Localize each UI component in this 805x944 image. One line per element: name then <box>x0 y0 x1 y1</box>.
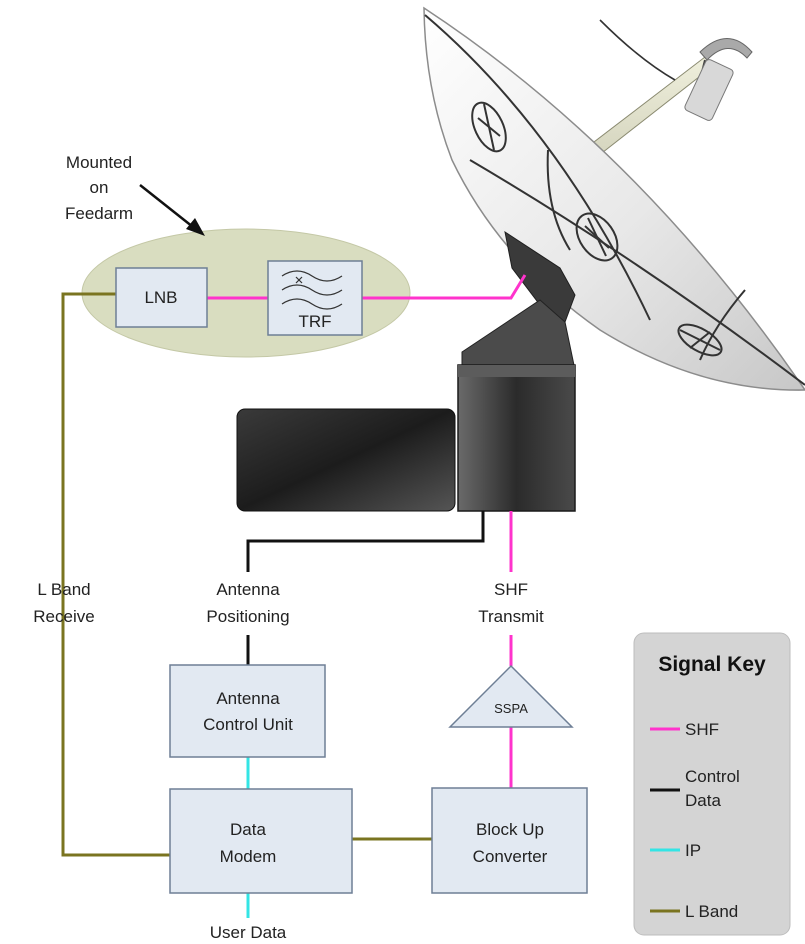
legend-control-label-1: Control <box>685 767 740 786</box>
shf-trf-dish-line <box>362 274 527 300</box>
signal-key-legend: Signal Key SHF Control Data IP L Band <box>633 632 791 936</box>
callout-line-3: Feedarm <box>65 204 133 223</box>
lnb-label: LNB <box>144 288 177 307</box>
antenna-positioning-label-2: Positioning <box>206 607 289 626</box>
antenna-pedestal <box>457 299 576 512</box>
callout-line-1: Mounted <box>66 153 132 172</box>
antenna-dish <box>423 6 805 391</box>
user-data-label: User Data <box>210 923 287 942</box>
block-up-converter-block: Block Up Converter <box>431 787 588 894</box>
buc-label-1: Block Up <box>476 820 544 839</box>
sspa-label: SSPA <box>494 701 528 716</box>
trf-filter-block: TRF <box>267 260 363 336</box>
sspa-amplifier: SSPA <box>448 664 574 728</box>
lband-receive-label-1: L Band <box>37 580 90 599</box>
filter-wave-icon <box>281 270 343 310</box>
modem-label-1: Data <box>230 820 266 839</box>
shf-transmit-label-1: SHF <box>494 580 528 599</box>
data-modem-block: Data Modem <box>169 788 353 894</box>
antenna-positioning-line <box>246 511 485 572</box>
antenna-positioning-label-1: Antenna <box>216 580 280 599</box>
link-labels: L Band Receive Antenna Positioning SHF T… <box>33 580 544 942</box>
signal-lines <box>61 274 527 918</box>
buc-label-2: Converter <box>473 847 548 866</box>
lnb-block: LNB <box>115 267 208 328</box>
equipment-enclosure <box>236 408 456 512</box>
legend-title: Signal Key <box>658 653 766 676</box>
modem-label-2: Modem <box>220 847 277 866</box>
feedarm-callout: Mounted on Feedarm <box>65 153 205 236</box>
lband-receive-label-2: Receive <box>33 607 94 626</box>
trf-label: TRF <box>298 312 331 331</box>
shf-transmit-label-2: Transmit <box>478 607 544 626</box>
lband-receive-line <box>61 292 170 857</box>
callout-line-2: on <box>90 178 109 197</box>
legend-control-label-2: Data <box>685 791 721 810</box>
legend-shf-label: SHF <box>685 720 719 739</box>
antenna-control-unit-block: Antenna Control Unit <box>169 664 326 758</box>
acu-label-1: Antenna <box>216 689 280 708</box>
legend-lband-label: L Band <box>685 902 738 921</box>
acu-label-2: Control Unit <box>203 715 293 734</box>
legend-ip-label: IP <box>685 841 701 860</box>
